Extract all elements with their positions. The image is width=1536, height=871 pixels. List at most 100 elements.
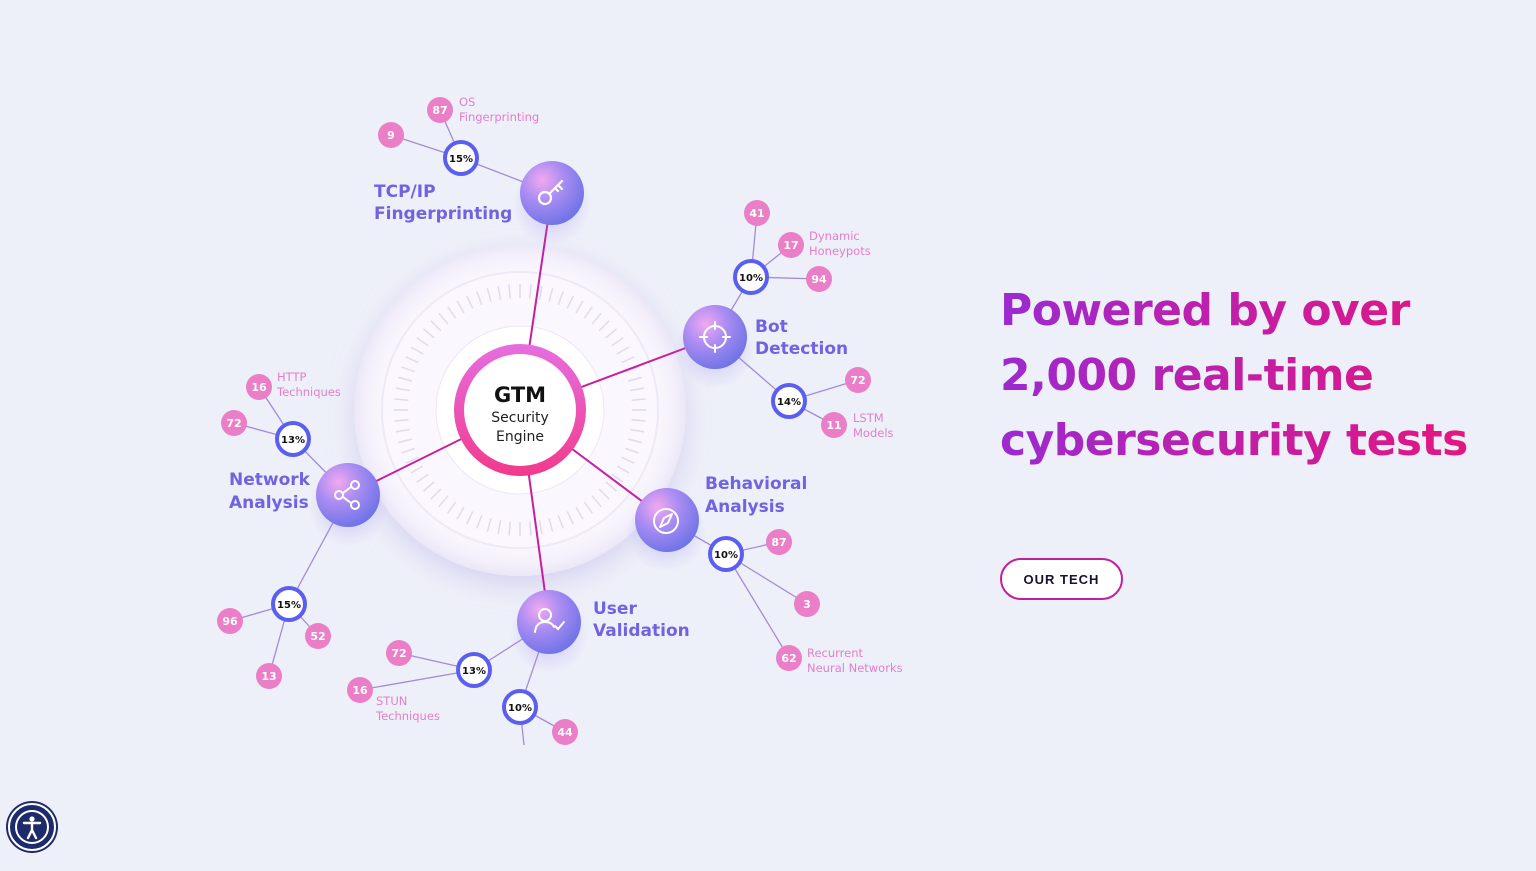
value-node-label: 11 [826,419,841,432]
hub-tick [416,473,429,483]
hub-tick [548,288,554,303]
leaf-label-honeypots-2: Honeypots [809,244,871,258]
hub-tick [476,291,483,306]
hub-tick [624,366,639,373]
value-node[interactable]: 13 [256,663,282,689]
hub-tick [486,517,492,532]
value-node-dot [427,97,453,123]
percent-node-ring [733,259,769,295]
value-node-label: 96 [222,615,238,628]
percent-node[interactable]: 10% [502,689,538,725]
hub-tick [627,376,642,382]
value-node[interactable]: 17 [778,232,804,258]
our-tech-button[interactable]: OUR TECH [1000,558,1123,600]
hub-tick [605,481,618,492]
percent-node[interactable]: 15% [443,140,479,176]
value-node-dot [778,232,804,258]
category-label-bot-2: Detection [755,339,848,359]
compass-icon [653,508,679,534]
percent-node-label: 10% [714,550,738,561]
value-node[interactable]: 16 [347,677,373,703]
value-node[interactable]: 72 [221,410,247,436]
value-node-dot [744,200,770,226]
value-node-label: 72 [226,417,241,430]
leaf-label-lstm-1: LSTM [853,411,884,425]
category-tcp-ip-fingerprinting[interactable]: TCP/IP Fingerprinting [374,161,592,245]
hub-tick [548,517,554,532]
hub-tick [405,456,419,464]
percent-node-label: 13% [281,435,305,446]
leaf-label-honeypots-1: Dynamic [809,229,860,243]
category-behavioral-analysis[interactable]: Behavioral Analysis [627,474,807,572]
hub-tick [398,376,413,382]
leaf-label-rnn-2: Neural Networks [807,661,903,675]
category-bot-detection[interactable]: Bot Detection [675,305,848,389]
category-label-user-2: Validation [593,621,690,641]
hub-tick [598,488,610,500]
percent-node-ring [275,421,311,457]
percent-node[interactable]: 14% [771,383,807,419]
value-node[interactable]: 72 [845,367,871,393]
hub-tick [557,514,564,529]
security-engine-diagram: GTM Security Engine TCP/IP Fingerprintin… [217,95,903,746]
value-node-label: 9 [387,129,395,142]
hub-tick [621,456,635,464]
hub-tick [508,284,511,299]
value-node-dot [766,529,792,555]
percent-node-ring [443,140,479,176]
hub-tick [575,300,584,314]
value-node-label: 44 [557,726,573,739]
value-node-dot [776,645,802,671]
hub-tick [398,438,413,444]
hub-tick [430,488,442,500]
value-node[interactable]: 16 [246,374,272,400]
percent-node[interactable]: 10% [733,259,769,295]
leaf-label-http-1: HTTP [277,370,306,384]
hub-tick [621,356,635,364]
value-node[interactable]: 62 [776,645,802,671]
hero-headline: Powered by over 2,000 real-time cybersec… [1000,278,1500,473]
value-node-dot [821,412,847,438]
value-node-dot [552,719,578,745]
hub-tick [616,465,630,474]
leaf-label-stun-2: Techniques [375,709,440,723]
percent-node[interactable]: 10% [708,536,744,572]
value-node[interactable]: 44 [552,719,578,745]
percent-node[interactable]: 15% [271,586,307,622]
value-node-label: 94 [811,273,827,286]
category-label-network-2: Analysis [229,493,309,513]
hub-tick [394,419,409,422]
value-node[interactable]: 41 [744,200,770,226]
category-user-validation[interactable]: User Validation [509,590,690,674]
hub-tick [394,398,409,401]
leaf-label-os-2: Fingerprinting [459,110,539,124]
value-node[interactable]: 72 [386,640,412,666]
value-node[interactable]: 11 [821,412,847,438]
value-node-label: 16 [251,381,267,394]
percent-nodes: 15% 10% 14% 10% 13% 10% 13% 15% [271,140,807,725]
value-node[interactable]: 52 [305,623,331,649]
value-node[interactable]: 87 [766,529,792,555]
percent-node-label: 10% [508,703,532,714]
value-node-dot [256,663,282,689]
percent-node[interactable]: 13% [275,421,311,457]
value-node[interactable]: 87 [427,97,453,123]
value-node[interactable]: 94 [806,266,832,292]
hub-tick [416,337,429,347]
accessibility-button[interactable] [8,803,56,851]
value-node-dot [845,367,871,393]
value-node[interactable]: 3 [794,591,820,617]
value-node[interactable]: 9 [378,122,404,148]
value-node[interactable]: 96 [217,608,243,634]
engine-face [464,354,576,466]
hub-tick [630,387,645,392]
hub-tick [591,495,602,508]
hub-tick [538,285,543,300]
leaf-label-rnn-1: Recurrent [807,646,864,660]
percent-node[interactable]: 13% [456,652,492,688]
category-network-analysis[interactable]: Network Analysis [229,463,388,547]
hub-tick [430,320,442,332]
hub-tick [405,356,419,364]
engine-subtitle-2: Engine [496,429,544,445]
value-node-dot [347,677,373,703]
